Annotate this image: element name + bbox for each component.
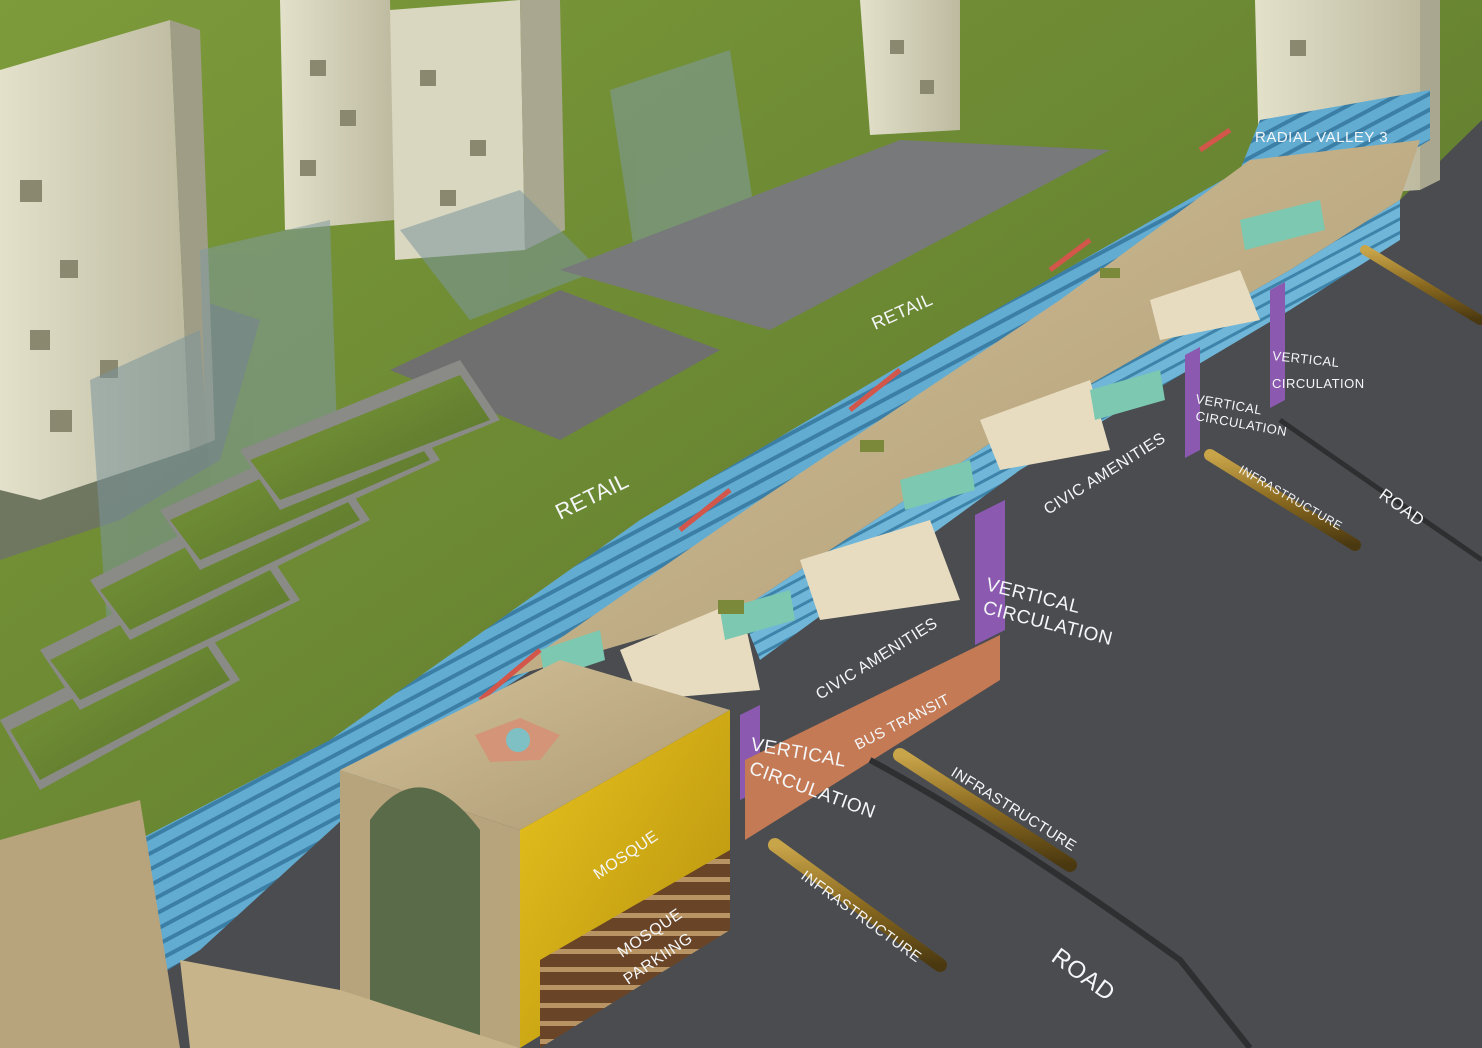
plaza-slab-2	[560, 140, 1110, 330]
bus-transit-block	[745, 635, 1000, 840]
label-vertical-circulation-4a: VERTICAL	[1272, 348, 1341, 370]
mosque-block	[340, 660, 730, 1048]
label-vertical-circulation-4b: CIRCULATION	[1272, 376, 1365, 391]
stepped-terraces	[0, 360, 500, 790]
foundation-wedge-2	[180, 960, 520, 1048]
foundation-wedge	[0, 800, 180, 1048]
residential-towers	[0, 0, 1440, 500]
deck-details	[540, 200, 1325, 700]
escalators	[478, 127, 1232, 702]
label-radial-valley: RADIAL VALLEY 3	[1255, 129, 1388, 146]
road-edge	[868, 757, 1253, 1048]
civic-deck	[500, 140, 1420, 680]
road-edge-2	[1278, 417, 1482, 563]
infrastructure-pipes	[768, 245, 1482, 972]
